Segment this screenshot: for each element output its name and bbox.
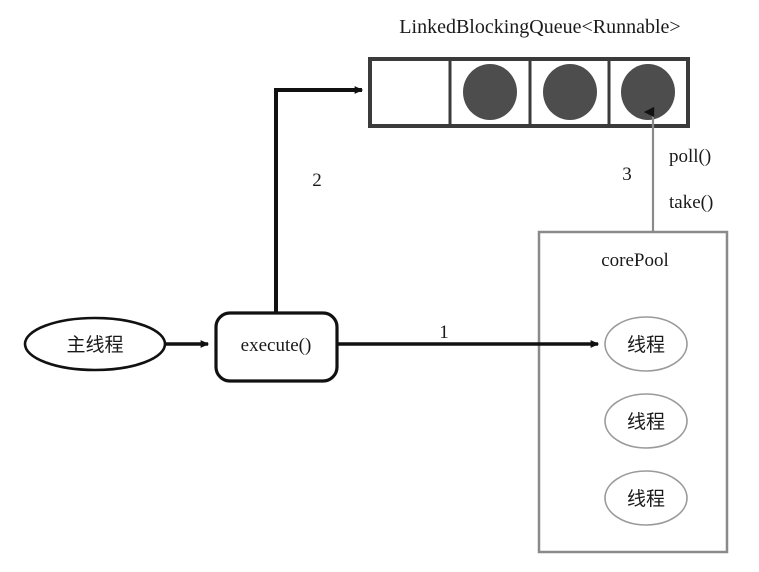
- main-thread-node: 主线程: [23, 316, 167, 372]
- execute-node: execute(): [214, 311, 339, 383]
- thread-ellipse: [604, 470, 688, 526]
- queue-task-circle: [621, 64, 675, 120]
- main-thread-ellipse: [23, 316, 167, 372]
- linked-blocking-queue: [368, 57, 690, 128]
- poll-label: poll(): [669, 146, 711, 167]
- thread-label: 线程: [627, 411, 665, 433]
- queue-task-circle: [463, 64, 517, 120]
- queue-title: LinkedBlockingQueue<Runnable>: [399, 16, 680, 38]
- edge-execute-to-queue: 2: [274, 86, 364, 320]
- core-pool-thread-2: 线程: [604, 393, 688, 449]
- core-pool-label: corePool: [601, 250, 669, 271]
- core-pool-thread-1: 线程: [604, 316, 688, 372]
- take-label: take(): [669, 192, 713, 213]
- main-thread-label: 主线程: [66, 334, 123, 356]
- edge-execute-to-queue-line: [274, 86, 364, 320]
- core-pool-thread-3: 线程: [604, 470, 688, 526]
- core-pool-container: corePool 线程 线程 线程: [537, 230, 729, 554]
- edge-thread-to-queue: 3 poll() take(): [622, 106, 713, 325]
- execute-box: [214, 311, 339, 383]
- edge-label-two: 2: [312, 170, 322, 191]
- queue-task-circle: [543, 64, 597, 120]
- edge-label-three: 3: [622, 164, 632, 185]
- edge-execute-to-thread: 1: [338, 322, 600, 348]
- queue-cell-empty: [372, 61, 448, 124]
- edge-label-one: 1: [439, 322, 449, 343]
- thread-label: 线程: [627, 334, 665, 356]
- execute-label: execute(): [241, 335, 312, 356]
- thread-label: 线程: [627, 488, 665, 510]
- thread-ellipse: [604, 316, 688, 372]
- thread-ellipse: [604, 393, 688, 449]
